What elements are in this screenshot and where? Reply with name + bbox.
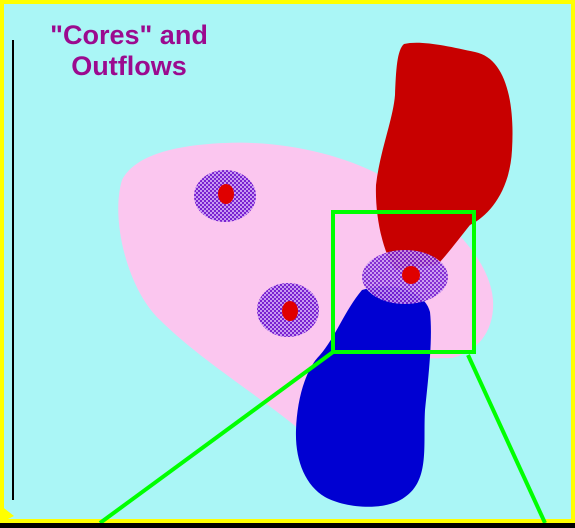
core-middle: [257, 283, 319, 337]
core-upper-left: [194, 170, 256, 222]
diagram-title: "Cores" and Outflows: [0, 20, 258, 82]
title-line-1: "Cores" and: [0, 20, 258, 51]
core-right-outflow-source: [362, 250, 448, 304]
title-line-2: Outflows: [0, 51, 258, 82]
